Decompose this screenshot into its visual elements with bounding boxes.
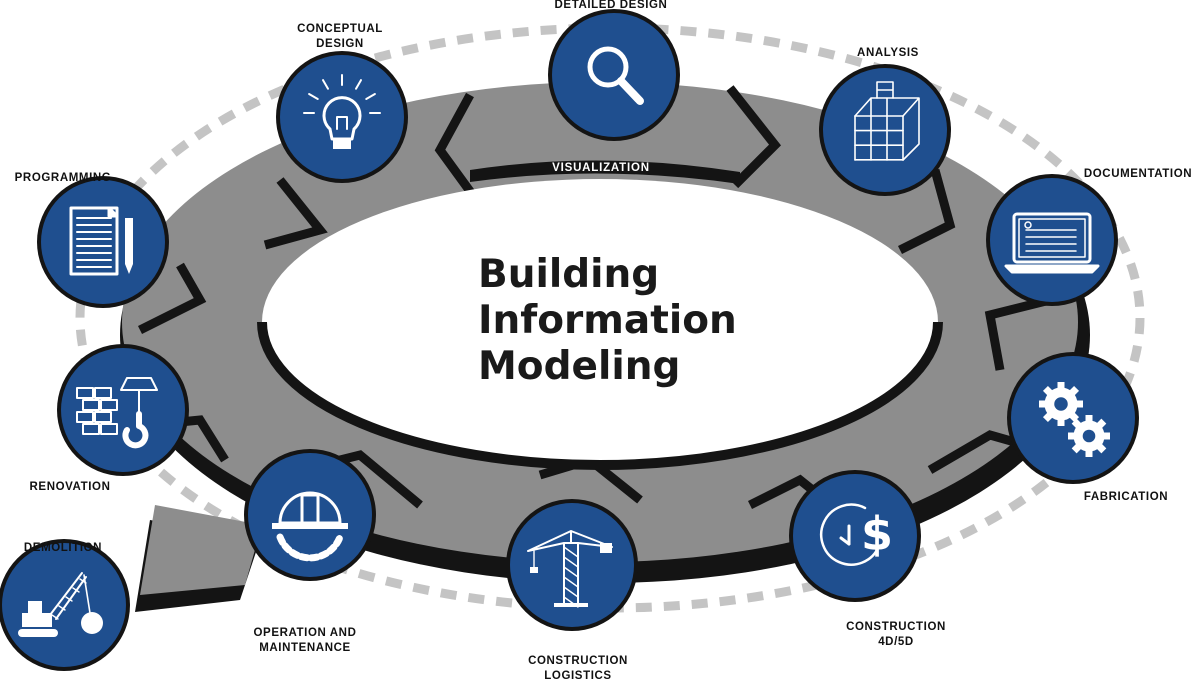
stage-circle xyxy=(990,178,1114,302)
stage-node-0 xyxy=(548,9,680,141)
stage-label-2: DOCUMENTATION xyxy=(1083,168,1193,180)
stage-node-1 xyxy=(819,64,951,196)
stage-node-3 xyxy=(1007,352,1139,484)
center-oval-rim xyxy=(257,321,943,470)
crane-icon xyxy=(527,530,613,608)
title-line-3: Modeling xyxy=(478,344,681,389)
hard-hat-gear-icon xyxy=(272,491,348,562)
center-oval xyxy=(262,179,938,465)
ring-label-visualization: VISUALIZATION xyxy=(552,162,650,174)
stage-label-1: ANALYSIS xyxy=(857,47,919,59)
magnifier-icon xyxy=(587,46,644,105)
stage-node-7 xyxy=(0,539,130,671)
bricks-hook-icon xyxy=(76,377,158,449)
stage-node-10 xyxy=(276,51,408,183)
ring-tail-gray xyxy=(140,505,262,595)
stage-circle xyxy=(510,503,634,627)
stage-label-5: CONSTRUCTION LOGISTICS xyxy=(528,655,628,680)
light-bulb-icon xyxy=(303,74,381,149)
wrecking-ball-icon xyxy=(18,572,103,637)
stage-node-2 xyxy=(986,174,1118,306)
document-pencil-icon xyxy=(69,206,133,276)
structure-grid-icon xyxy=(854,81,920,161)
stage-label-10: CONCEPTUAL DESIGN xyxy=(297,23,383,50)
monitor-icon xyxy=(1004,212,1100,274)
stage-label-0: DETAILED DESIGN xyxy=(554,0,668,11)
stage-node-8 xyxy=(57,344,189,476)
title-line-2: Information xyxy=(478,298,737,343)
stage-label-6: OPERATION AND MAINTENANCE xyxy=(253,627,357,654)
stages-layer: $ xyxy=(0,9,1139,671)
stage-label-7: DEMOLITION xyxy=(23,542,103,554)
clock-dollar-icon: $ xyxy=(820,503,893,566)
svg-text:$: $ xyxy=(861,507,893,561)
stage-label-8: RENOVATION xyxy=(29,481,111,493)
stage-node-4: $ xyxy=(789,470,921,602)
stage-circle xyxy=(41,180,165,304)
stage-circle xyxy=(248,453,372,577)
stage-node-9 xyxy=(37,176,169,308)
stage-label-3: FABRICATION xyxy=(1083,491,1169,503)
stage-circle xyxy=(793,474,917,598)
stage-circle xyxy=(552,13,676,137)
visualization-band xyxy=(470,160,740,184)
stage-label-4: CONSTRUCTION 4D/5D xyxy=(846,621,946,648)
arrow-dividers xyxy=(137,85,1062,524)
stage-label-9: PROGRAMMING xyxy=(14,172,112,184)
stage-circle xyxy=(2,543,126,667)
stage-node-6 xyxy=(244,449,376,581)
gears-icon xyxy=(1039,382,1110,457)
page-title: Building Information Modeling xyxy=(478,252,737,390)
stage-circle xyxy=(61,348,185,472)
title-line-1: Building xyxy=(478,252,660,297)
stage-node-5 xyxy=(506,499,638,631)
